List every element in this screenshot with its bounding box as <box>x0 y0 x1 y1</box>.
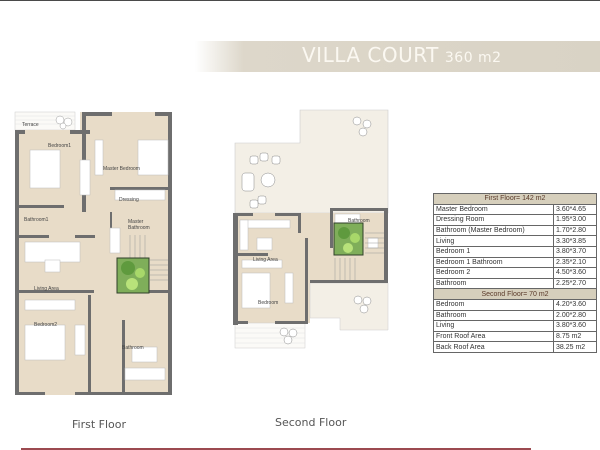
villa-name: VILLA COURT <box>302 43 439 67</box>
title-banner <box>195 41 600 72</box>
room-name: Bathroom <box>433 309 554 322</box>
room-size: 2.00*2.80 <box>553 309 597 322</box>
room-name: Bedroom <box>433 298 554 311</box>
second-floor-plan <box>233 109 389 349</box>
room-label-bedroom1: Bedroom1 <box>48 143 72 149</box>
room-name: Bedroom 1 <box>433 245 554 258</box>
room-size: 1.70*2.80 <box>553 224 597 237</box>
room-name: Bedroom 1 Bathroom <box>433 256 554 269</box>
room-label-second-living-area: Living Area <box>253 257 278 263</box>
room-name: Dressing Room <box>433 214 554 226</box>
room-size: 1.95*3.00 <box>553 214 597 226</box>
room-label-second-bedroom: Bedroom <box>258 300 279 306</box>
second-floor-header-row: Second Floor= 70 m2 <box>433 288 597 300</box>
room-label-master-bathroom: Master Bathroom <box>128 219 150 231</box>
room-label-master-bedroom: Master Bedroom <box>103 166 140 172</box>
villa-title: VILLA COURT 360 m2 <box>302 43 502 67</box>
room-name: Master Bedroom <box>433 203 554 216</box>
room-size: 2.35*2.10 <box>553 256 597 269</box>
room-name: Bathroom (Master Bedroom) <box>433 224 554 237</box>
second-floor-label: Second Floor <box>275 416 347 429</box>
room-size: 3.60*4.65 <box>553 203 597 216</box>
top-border <box>0 0 600 1</box>
room-name: Bathroom <box>433 277 554 290</box>
second-floor-header: Second Floor= 70 m2 <box>433 288 597 300</box>
room-size: 3.30*3.85 <box>553 235 597 247</box>
bottom-accent-line <box>21 448 531 450</box>
room-name: Living <box>433 320 554 332</box>
room-name: Front Roof Area <box>433 330 554 343</box>
table-row: Bathroom (Master Bedroom)1.70*2.80 <box>433 224 597 237</box>
room-size: 3.80*3.60 <box>553 320 597 332</box>
first-floor-header: First Floor= 142 m2 <box>433 193 597 205</box>
villa-area: 360 m2 <box>444 50 502 66</box>
room-label-bathroom1: Bathroom1 <box>24 217 49 223</box>
room-label-bedroom2: Bedroom2 <box>34 322 58 328</box>
room-name: Living <box>433 235 554 247</box>
room-label-terrace: Terrace <box>22 122 39 128</box>
first-floor-label: First Floor <box>72 418 127 431</box>
room-size: 8.75 m2 <box>553 330 597 343</box>
room-size: 4.20*3.60 <box>553 298 597 311</box>
room-label-dressing: Dressing <box>119 197 139 203</box>
room-label-living-area: Living Area <box>34 286 59 292</box>
room-size: 38.25 m2 <box>553 341 597 353</box>
room-label-bathroom: Bathroom <box>122 345 144 351</box>
room-label-second-bathroom: Bathroom <box>348 218 370 224</box>
room-name: Bedroom 2 <box>433 267 554 279</box>
room-size: 2.25*2.70 <box>553 277 597 290</box>
first-floor-plan <box>14 111 172 395</box>
room-name: Back Roof Area <box>433 341 554 353</box>
room-size: 3.80*3.70 <box>553 245 597 258</box>
first-floor-header-row: First Floor= 142 m2 <box>433 193 597 205</box>
room-size: 4.50*3.60 <box>553 267 597 279</box>
